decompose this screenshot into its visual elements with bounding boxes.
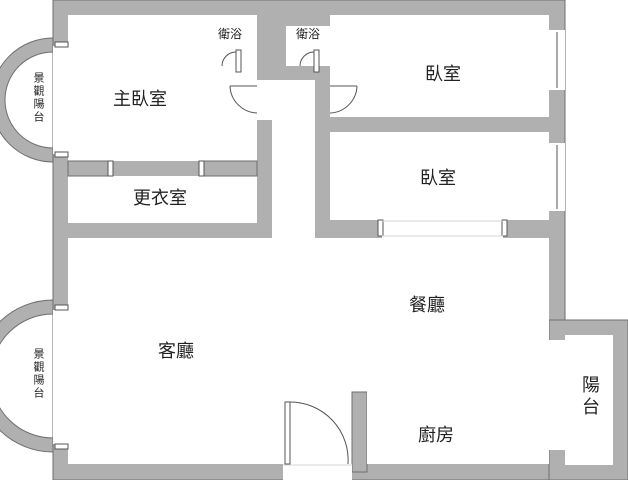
opening-jamb	[54, 443, 69, 450]
balcony-area	[565, 335, 613, 465]
room-label-bathroom-2: 衛浴	[296, 27, 321, 41]
opening-jamb	[54, 151, 69, 158]
opening-jamb	[198, 160, 205, 177]
room-label-balcony: 陽台	[579, 375, 600, 419]
bedroom2-area	[330, 132, 549, 220]
view-balcony-bottom-opening	[53, 310, 68, 444]
bath1-door-swing	[221, 51, 237, 67]
kitchen-dining-area	[367, 238, 549, 464]
bath1-area	[208, 26, 256, 66]
opening-jamb	[501, 219, 508, 237]
bedroom2-opening	[382, 220, 503, 238]
partition-left	[67, 160, 113, 177]
closet-area	[68, 176, 257, 223]
entry-door-swing	[289, 401, 349, 465]
bath2-area	[286, 26, 334, 66]
room-label-kitchen: 廚房	[418, 425, 454, 446]
room-label-bedroom-2: 臥室	[420, 168, 456, 189]
view-balcony-bottom-arc	[0, 299, 54, 453]
balcony-opening	[549, 340, 565, 450]
bedroom1-door-swing	[329, 85, 358, 114]
corridor	[272, 112, 315, 238]
room-label-view-balcony-bottom: 景觀陽台	[32, 348, 45, 400]
partition-right	[198, 160, 258, 177]
kitchen-wall	[351, 391, 368, 473]
opening-jamb	[377, 219, 384, 237]
bath2-door-swing	[299, 51, 315, 67]
room-label-master-bedroom: 主臥室	[113, 89, 167, 110]
view-balcony-top-opening	[53, 46, 68, 154]
entry-opening	[283, 464, 352, 480]
master-door-swing	[229, 85, 258, 114]
view-balcony-top-arc	[0, 37, 54, 163]
room-label-view-balcony-top: 景觀陽台	[32, 72, 45, 124]
opening-jamb	[107, 160, 114, 177]
room-label-living-room: 客廳	[158, 341, 194, 362]
room-label-walk-in-closet: 更衣室	[133, 188, 187, 209]
room-label-bathroom-1: 衛浴	[218, 27, 243, 41]
opening-jamb	[54, 41, 69, 48]
bath2-door-leaf	[313, 49, 320, 73]
bath1-door-leaf	[235, 49, 242, 73]
room-label-bedroom-1: 臥室	[425, 64, 461, 85]
opening-jamb	[54, 304, 69, 311]
entry-door-leaf	[284, 401, 291, 465]
room-label-dining-room: 餐廳	[409, 295, 445, 316]
bedroom1-area	[330, 15, 549, 117]
